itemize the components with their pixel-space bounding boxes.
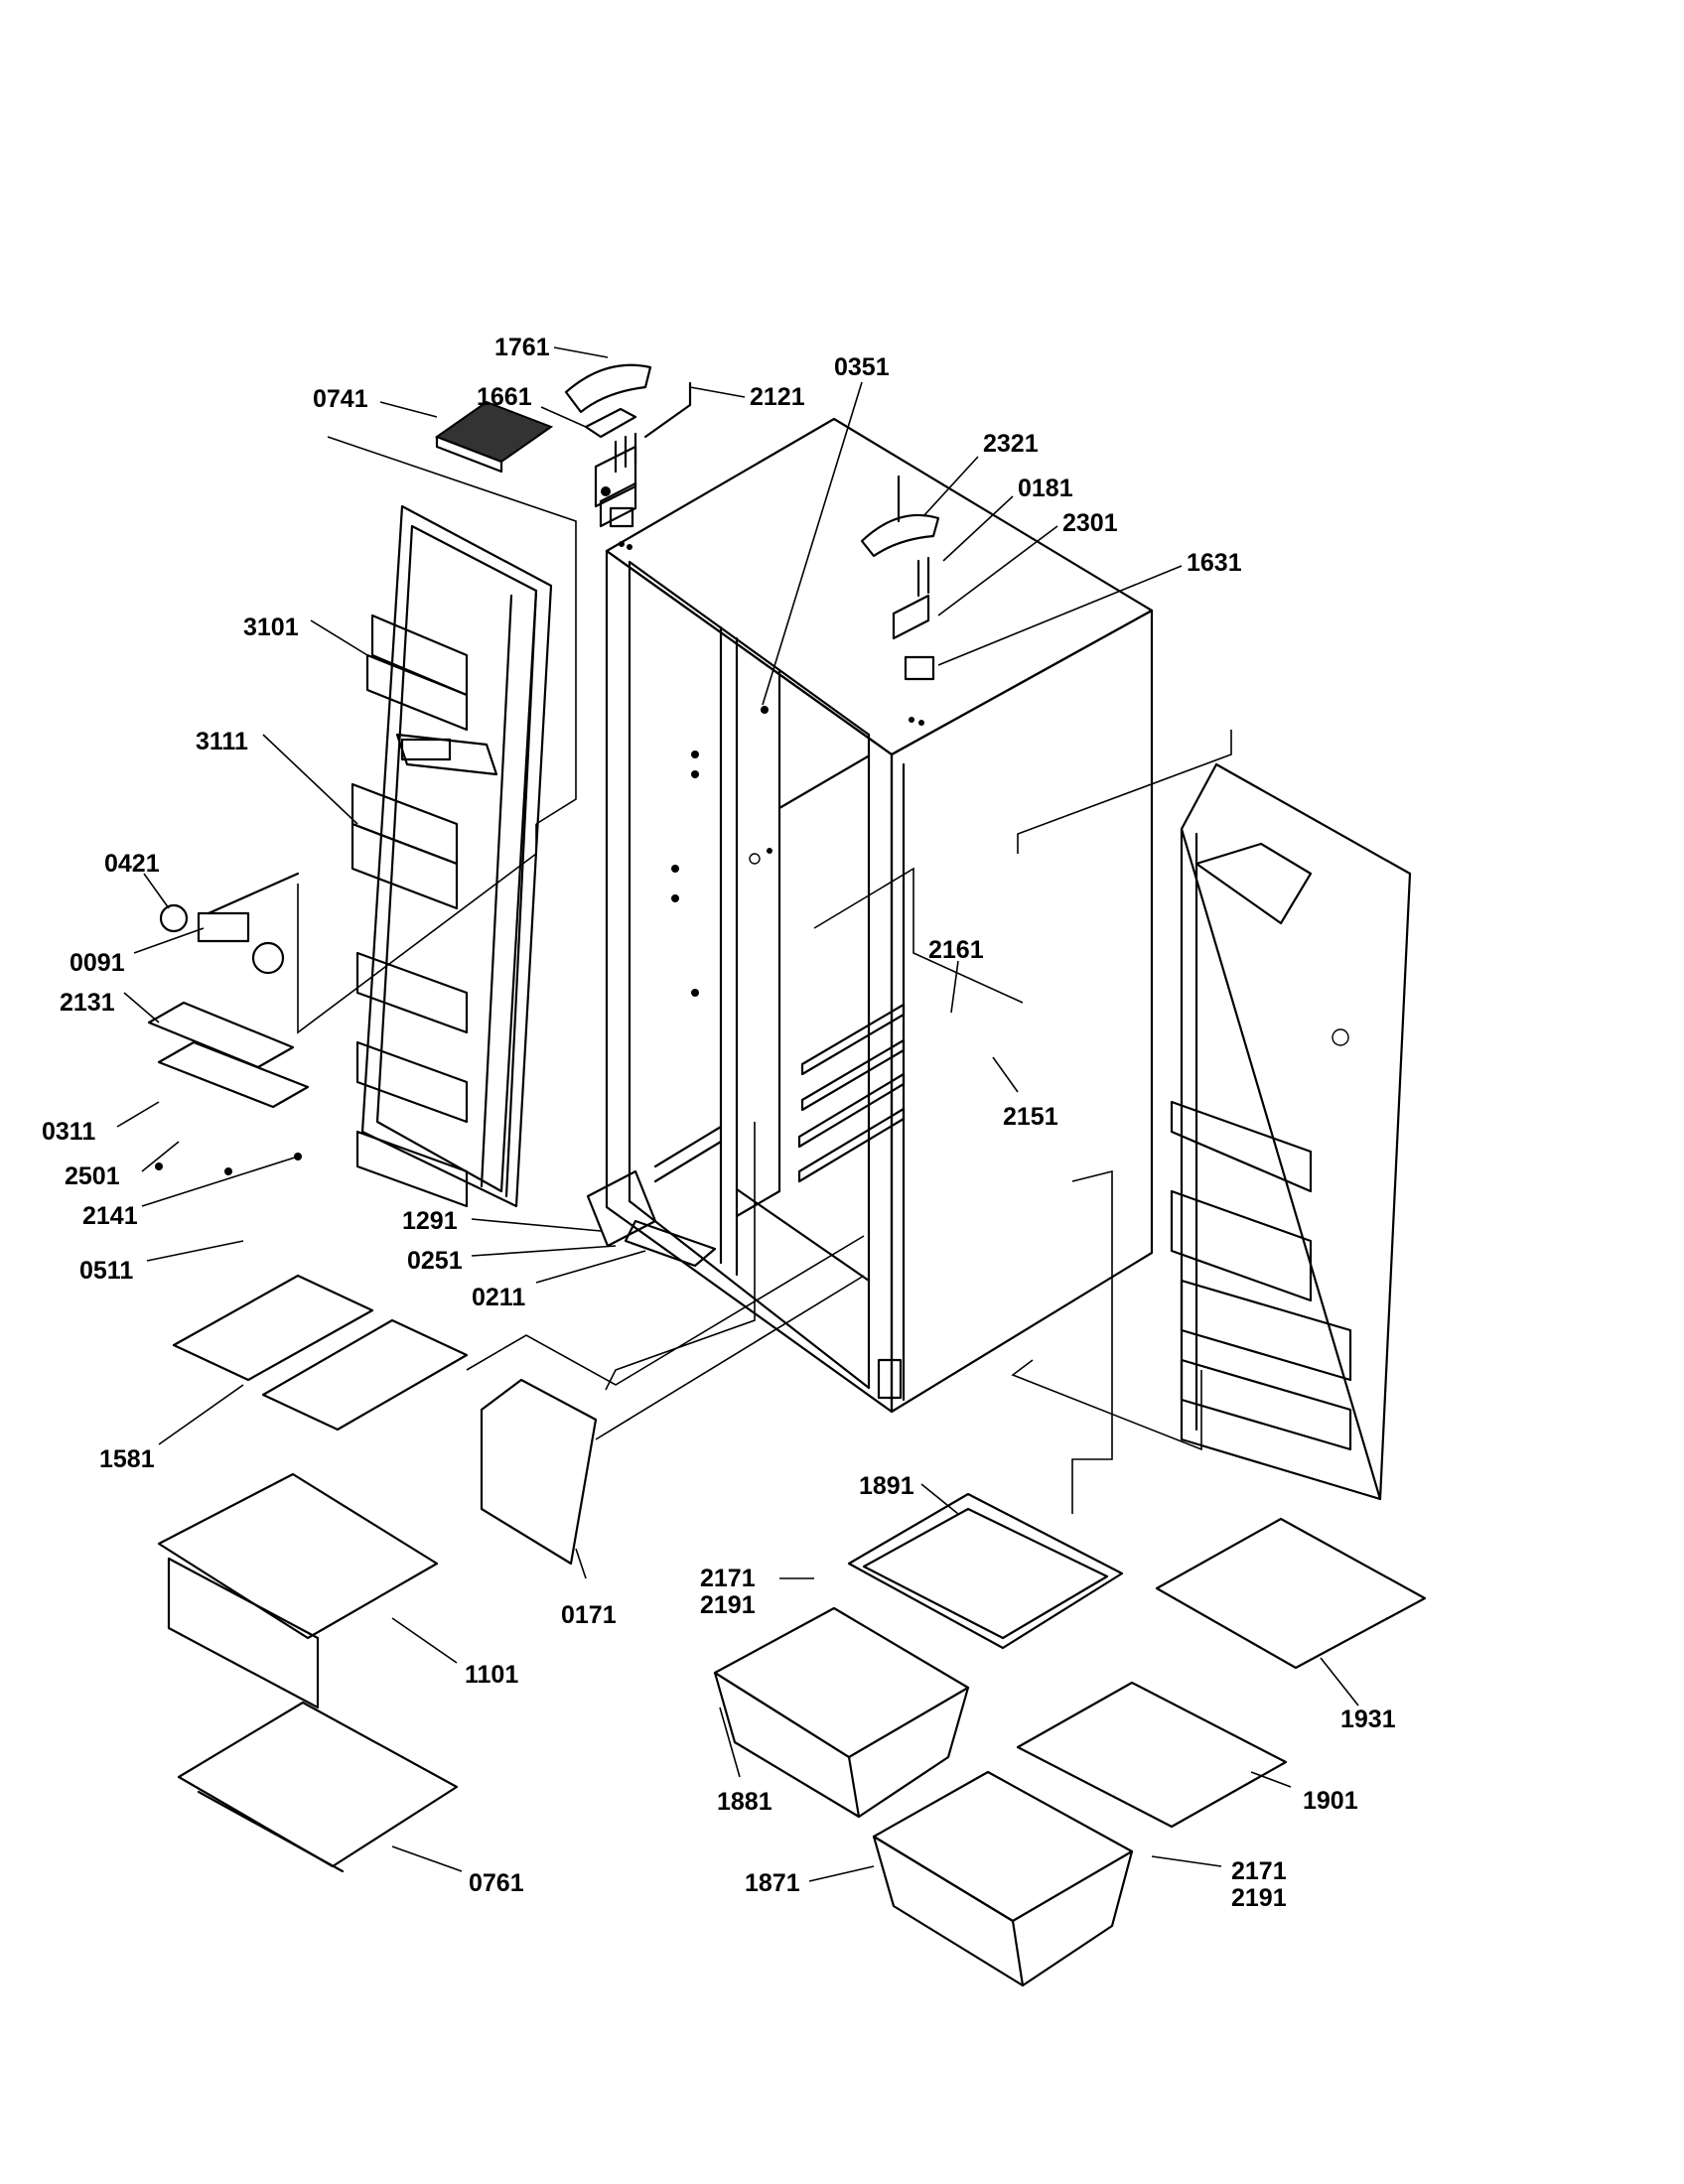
part-labels: 1761 0741 1661 2121 0351 2321 0181 2301 … <box>42 334 1396 1912</box>
glass-shelf-1931 <box>1155 1517 1427 1670</box>
label-1871: 1871 <box>745 1869 800 1897</box>
label-2131: 2131 <box>60 989 115 1017</box>
label-2121: 2121 <box>750 383 805 411</box>
label-0211: 0211 <box>472 1284 525 1311</box>
label-1901: 1901 <box>1303 1787 1358 1815</box>
label-2171-a: 2171 <box>700 1565 756 1592</box>
right-door-fresh-food <box>1170 762 1412 1501</box>
callout-leaders <box>116 346 1359 1882</box>
label-1661: 1661 <box>477 383 532 411</box>
assembly-lines <box>297 436 1232 1514</box>
label-0091: 0091 <box>70 949 125 977</box>
label-2161: 2161 <box>928 936 984 964</box>
label-1891: 1891 <box>859 1472 914 1500</box>
cover-0171 <box>480 1378 598 1566</box>
label-1761: 1761 <box>494 334 550 361</box>
label-0761: 0761 <box>469 1869 524 1897</box>
label-1881: 1881 <box>717 1788 772 1816</box>
crisper-drawer-1871 <box>872 1770 1134 1987</box>
label-0181: 0181 <box>1018 475 1073 502</box>
label-0171: 0171 <box>561 1601 617 1629</box>
label-1291: 1291 <box>402 1207 458 1235</box>
shelf-1581 <box>172 1274 469 1432</box>
label-0351: 0351 <box>834 353 890 381</box>
label-2321: 2321 <box>983 430 1039 458</box>
label-2301: 2301 <box>1062 509 1118 537</box>
light-assembly <box>147 872 310 1175</box>
crisper-frame-1901 <box>1016 1681 1288 1829</box>
refrigerator-cabinet <box>586 417 1154 1414</box>
label-1101: 1101 <box>465 1661 518 1689</box>
label-0741: 0741 <box>313 385 368 413</box>
label-2191-b: 2191 <box>1231 1884 1287 1912</box>
crisper-frame-1891 <box>847 1492 1124 1650</box>
label-2151: 2151 <box>1003 1103 1058 1131</box>
left-door-freezer <box>351 504 553 1208</box>
label-3101: 3101 <box>243 614 299 641</box>
label-2171-b: 2171 <box>1231 1857 1287 1885</box>
label-1581: 1581 <box>99 1445 155 1473</box>
shelf-1101 <box>157 1472 439 1709</box>
label-2501: 2501 <box>65 1162 120 1190</box>
label-0511: 0511 <box>79 1257 133 1285</box>
shelf-0761 <box>177 1701 459 1873</box>
label-0421: 0421 <box>104 850 160 878</box>
label-0251: 0251 <box>407 1247 463 1275</box>
top-hinge-hardware-left <box>564 363 692 508</box>
label-3111: 3111 <box>196 728 248 755</box>
crisper-drawer-1881 <box>713 1606 970 1819</box>
label-1931: 1931 <box>1340 1706 1396 1733</box>
label-2191-a: 2191 <box>700 1591 756 1619</box>
label-1631: 1631 <box>1187 549 1242 577</box>
top-hinge-hardware-right <box>860 475 940 598</box>
label-0311: 0311 <box>42 1118 95 1146</box>
label-2141: 2141 <box>82 1202 138 1230</box>
grille-0741 <box>434 400 554 474</box>
